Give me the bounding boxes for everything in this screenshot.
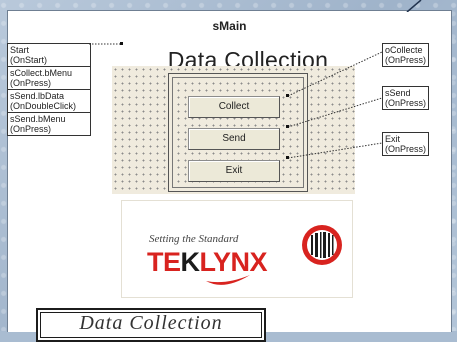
bottom-banner-text: Data Collection (79, 312, 223, 334)
label-name: Exit (385, 134, 401, 144)
brand-part-lynx: LYNX (199, 247, 268, 277)
event-name: sSend.bMenu (10, 114, 66, 124)
event-item-scollect[interactable]: sCollect.bMenu (OnPress) (8, 67, 90, 90)
label-trigger: (OnPress) (385, 144, 427, 154)
send-button[interactable]: Send (188, 128, 280, 150)
window-title: sMain (212, 19, 247, 33)
button-group-box (168, 73, 308, 192)
collect-button[interactable]: Collect (188, 96, 280, 118)
event-trigger: (OnStart) (10, 55, 48, 65)
event-item-start[interactable]: Start (OnStart) (8, 44, 90, 67)
event-item-ssend-lbdata[interactable]: sSend.lbData (OnDoubleClick) (8, 90, 90, 113)
label-ssend[interactable]: sSend (OnPress) (382, 86, 430, 110)
connector-lines (89, 42, 383, 159)
label-name: oCollecte (385, 45, 423, 55)
logo-slogan: Setting the Standard (149, 233, 239, 245)
brand-part-k: K (180, 247, 201, 277)
event-list: Start (OnStart) sCollect.bMenu (OnPress)… (7, 43, 91, 136)
event-trigger: (OnDoubleClick) (10, 101, 77, 111)
event-trigger: (OnPress) (10, 78, 52, 88)
exit-button[interactable]: Exit (188, 160, 280, 182)
brand-part-te: TE (147, 247, 181, 277)
event-trigger: (OnPress) (10, 124, 52, 134)
barcode-emblem-icon (302, 225, 342, 265)
event-item-ssend-bmenu[interactable]: sSend.bMenu (OnPress) (8, 113, 90, 135)
teklynx-logo: Setting the Standard TEKLYNX (121, 200, 353, 298)
label-name: sSend (385, 88, 411, 98)
label-exit[interactable]: Exit (OnPress) (382, 132, 430, 156)
label-trigger: (OnPress) (385, 55, 427, 65)
swoosh-icon (206, 275, 250, 285)
event-name: sSend.lbData (10, 91, 65, 101)
event-name: sCollect.bMenu (10, 68, 73, 78)
corner-accent-line (406, 0, 422, 12)
bottom-banner: Data Collection (36, 308, 266, 342)
event-name: Start (10, 45, 30, 55)
label-trigger: (OnPress) (385, 98, 427, 108)
logo-brand-text: TEKLYNX (147, 247, 268, 278)
label-ocollecte[interactable]: oCollecte (OnPress) (382, 43, 430, 67)
